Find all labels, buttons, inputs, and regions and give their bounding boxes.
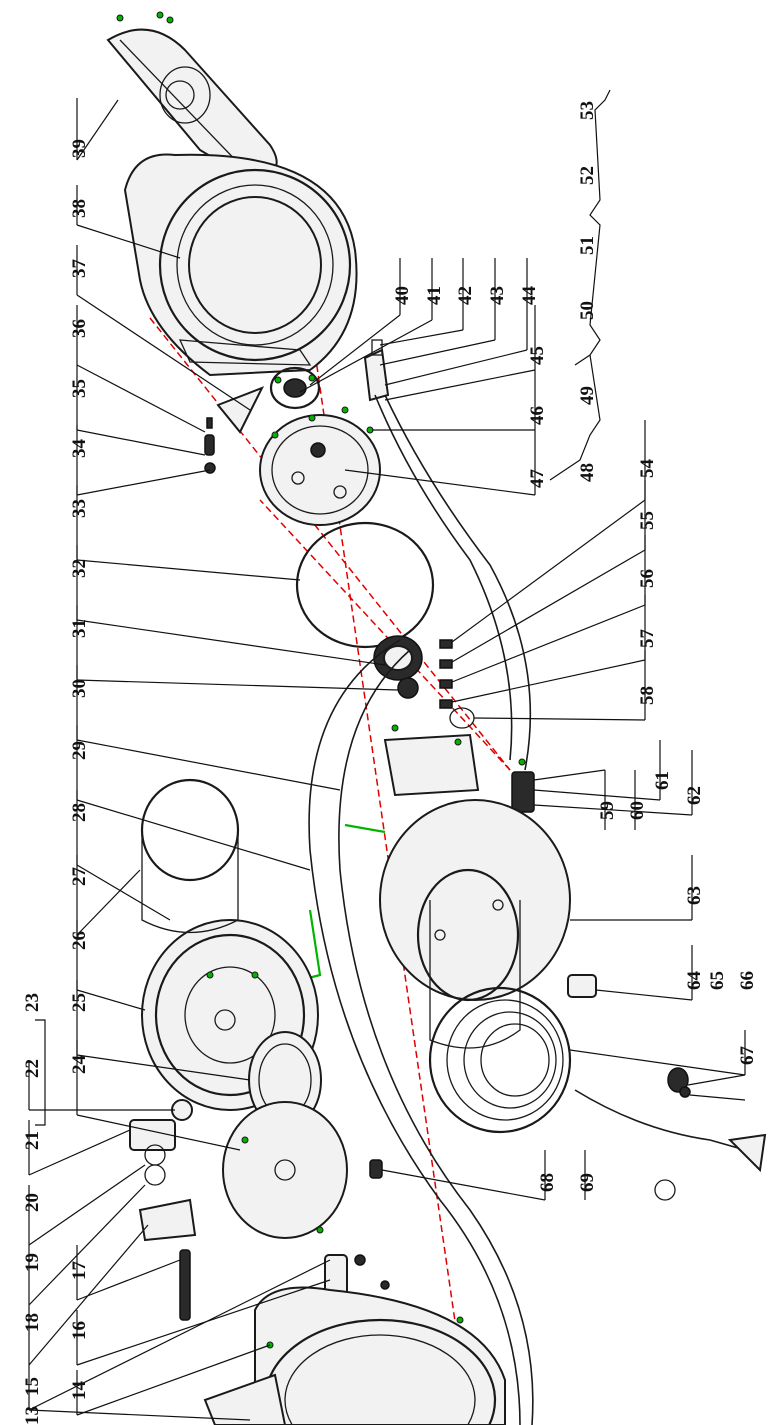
label-19: 19 — [22, 1253, 43, 1272]
label-30: 30 — [69, 679, 90, 698]
label-18: 18 — [22, 1313, 43, 1332]
label-50: 50 — [577, 301, 598, 320]
part-36-clip — [216, 386, 265, 434]
part-27-sleeve — [140, 778, 240, 934]
label-24: 24 — [69, 1055, 90, 1075]
part-14-15-shaft — [324, 1254, 390, 1301]
label-56: 56 — [637, 569, 658, 588]
label-45: 45 — [527, 346, 548, 365]
label-39: 39 — [69, 139, 90, 158]
part-13-front-housing — [254, 1286, 506, 1425]
label-58: 58 — [637, 686, 658, 705]
label-57: 57 — [637, 629, 658, 649]
part-number-labels: 39 38 37 36 35 34 33 32 31 30 29 28 27 2… — [22, 101, 758, 1425]
label-42: 42 — [455, 286, 476, 305]
label-40: 40 — [392, 286, 413, 305]
part-42-46-switch — [341, 339, 390, 434]
part-68-spring — [369, 1159, 383, 1179]
part-47-motor-plate — [259, 414, 381, 526]
label-69: 69 — [577, 1173, 598, 1192]
label-17: 17 — [69, 1261, 90, 1281]
label-26: 26 — [69, 931, 90, 950]
part-12-hose-end — [203, 1373, 287, 1425]
label-46: 46 — [527, 406, 548, 425]
label-65: 65 — [707, 971, 728, 990]
part-34-35-spring — [204, 417, 216, 474]
label-64: 64 — [684, 971, 705, 991]
label-38: 38 — [69, 199, 90, 218]
label-68: 68 — [537, 1173, 558, 1192]
label-22: 22 — [22, 1059, 43, 1078]
label-48: 48 — [577, 463, 598, 482]
label-66: 66 — [737, 971, 758, 990]
label-63: 63 — [684, 886, 705, 905]
part-17-22-valve-assembly — [129, 1099, 197, 1242]
label-59: 59 — [597, 801, 618, 820]
part-59-62-terminal — [511, 758, 535, 813]
label-43: 43 — [487, 286, 508, 305]
leader-lines — [28, 89, 746, 1421]
label-25: 25 — [69, 993, 90, 1012]
label-29: 29 — [69, 741, 90, 760]
label-23: 23 — [22, 993, 43, 1012]
label-15: 15 — [22, 1377, 43, 1396]
label-16: 16 — [69, 1321, 90, 1340]
part-30-bracket — [383, 724, 480, 797]
label-67: 67 — [737, 1046, 758, 1066]
part-38-rear-housing — [123, 153, 358, 377]
label-14: 14 — [69, 1381, 90, 1401]
label-61: 61 — [652, 771, 673, 790]
part-54-58-connectors — [439, 639, 475, 729]
part-63-reel-drum — [379, 799, 571, 1049]
label-32: 32 — [69, 559, 90, 578]
label-13: 13 — [22, 1406, 43, 1425]
label-53: 53 — [577, 101, 598, 120]
label-21: 21 — [22, 1131, 43, 1150]
label-41: 41 — [424, 286, 445, 305]
label-51: 51 — [577, 236, 598, 255]
part-24-impeller — [222, 1101, 348, 1239]
part-65-67-clips — [567, 974, 691, 1201]
label-33: 33 — [69, 499, 90, 518]
label-20: 20 — [22, 1193, 43, 1212]
part-40-41-bearing — [269, 366, 321, 410]
label-31: 31 — [69, 619, 90, 638]
label-60: 60 — [627, 801, 648, 820]
label-49: 49 — [577, 386, 598, 405]
label-35: 35 — [69, 379, 90, 398]
label-27: 27 — [69, 867, 90, 887]
label-54: 54 — [637, 459, 658, 479]
label-47: 47 — [527, 469, 548, 489]
label-37: 37 — [69, 259, 90, 279]
part-16-spring — [179, 1249, 191, 1321]
label-44: 44 — [519, 286, 540, 306]
part-31-32-motor — [373, 635, 423, 699]
label-55: 55 — [637, 511, 658, 530]
part-33-gasket — [295, 521, 435, 649]
label-62: 62 — [684, 786, 705, 805]
cables-and-hose — [308, 394, 534, 1425]
part-64-hose-coil — [428, 986, 767, 1173]
label-36: 36 — [69, 319, 90, 338]
label-28: 28 — [69, 803, 90, 822]
label-52: 52 — [577, 166, 598, 185]
label-34: 34 — [69, 439, 90, 459]
part-39-handle — [106, 11, 278, 182]
